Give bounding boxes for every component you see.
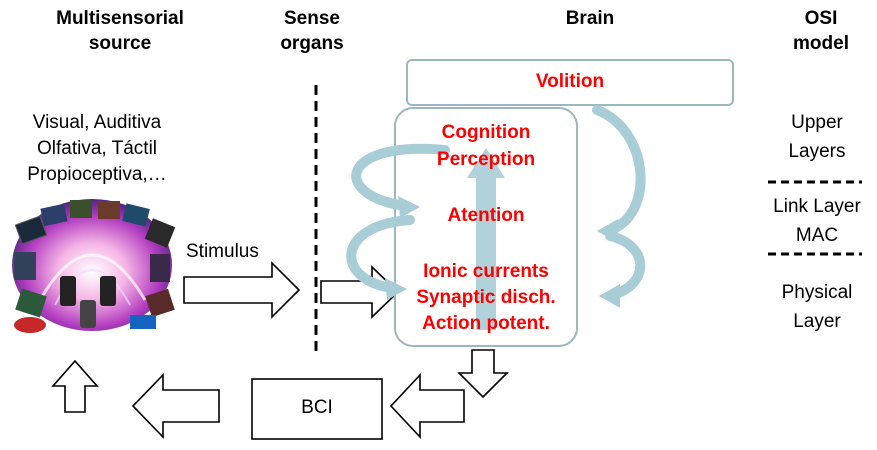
source-feedback-arrow xyxy=(51,359,99,413)
action-potential-label: Action potent. xyxy=(422,313,550,334)
left-feedback-arrows xyxy=(346,143,450,293)
bci-box xyxy=(251,378,383,440)
brain-output-arrow xyxy=(457,349,509,399)
brain-to-bci-arrow xyxy=(389,372,465,440)
osi-upper-line1: Upper xyxy=(791,112,843,133)
attention-label: Atention xyxy=(447,205,525,226)
synaptic-discharge-label: Synaptic disch. xyxy=(416,287,556,308)
header-osi-model: OSI model xyxy=(776,6,866,56)
header-source-line2: source xyxy=(88,33,152,54)
bci-to-source-arrow xyxy=(131,373,220,439)
right-feedback-arrows xyxy=(592,105,646,300)
right-arrowhead-attention xyxy=(597,219,618,243)
header-source-line1: Multisensorial xyxy=(56,8,184,29)
modality-line2: Olfativa, Táctil xyxy=(36,138,158,159)
upward-processing-arrow xyxy=(467,148,505,330)
left-arrowhead-attention xyxy=(398,196,420,218)
osi-link-line1: Link Layer xyxy=(773,196,861,217)
multisensory-devices-collage xyxy=(12,199,176,333)
left-arrowhead-ionic xyxy=(385,278,407,300)
cognition-perception-labels: Cognition Perception xyxy=(397,119,575,173)
header-sense-line1: Sense xyxy=(284,8,340,29)
modality-line1: Visual, Auditiva xyxy=(32,112,162,133)
stimulus-label: Stimulus xyxy=(186,241,259,262)
sense-modalities-list: Visual, Auditiva Olfativa, Táctil Propio… xyxy=(0,110,194,188)
header-osi-line1: OSI xyxy=(804,8,838,29)
osi-upper-line2: Layers xyxy=(788,141,846,162)
header-multisensorial-source: Multisensorial source xyxy=(20,6,220,56)
osi-link-line2: MAC xyxy=(795,225,839,246)
modality-line3: Propioceptiva,… xyxy=(27,164,167,185)
header-brain: Brain xyxy=(540,6,640,31)
ionic-currents-label: Ionic currents xyxy=(423,261,549,282)
header-brain-text: Brain xyxy=(565,8,615,29)
osi-upper-layers: Upper Layers xyxy=(762,108,872,166)
cognition-label: Cognition xyxy=(441,122,531,143)
header-sense-organs: Sense organs xyxy=(262,6,362,56)
stimulus-arrow xyxy=(183,261,301,319)
volition-box xyxy=(406,59,734,106)
osi-physical-line2: Layer xyxy=(793,311,841,332)
right-arrowhead-ionic xyxy=(599,284,620,308)
osi-physical-line1: Physical xyxy=(781,282,853,303)
volition-label: Volition xyxy=(535,71,605,92)
header-osi-line2: model xyxy=(793,33,849,54)
perception-label: Perception xyxy=(436,149,536,170)
bci-label: BCI xyxy=(301,397,333,418)
header-sense-line2: organs xyxy=(280,33,344,54)
osi-physical-layer: Physical Layer xyxy=(762,278,872,336)
osi-link-layer: Link Layer MAC xyxy=(752,192,877,250)
neural-activity-labels: Ionic currents Synaptic disch. Action po… xyxy=(397,259,575,337)
